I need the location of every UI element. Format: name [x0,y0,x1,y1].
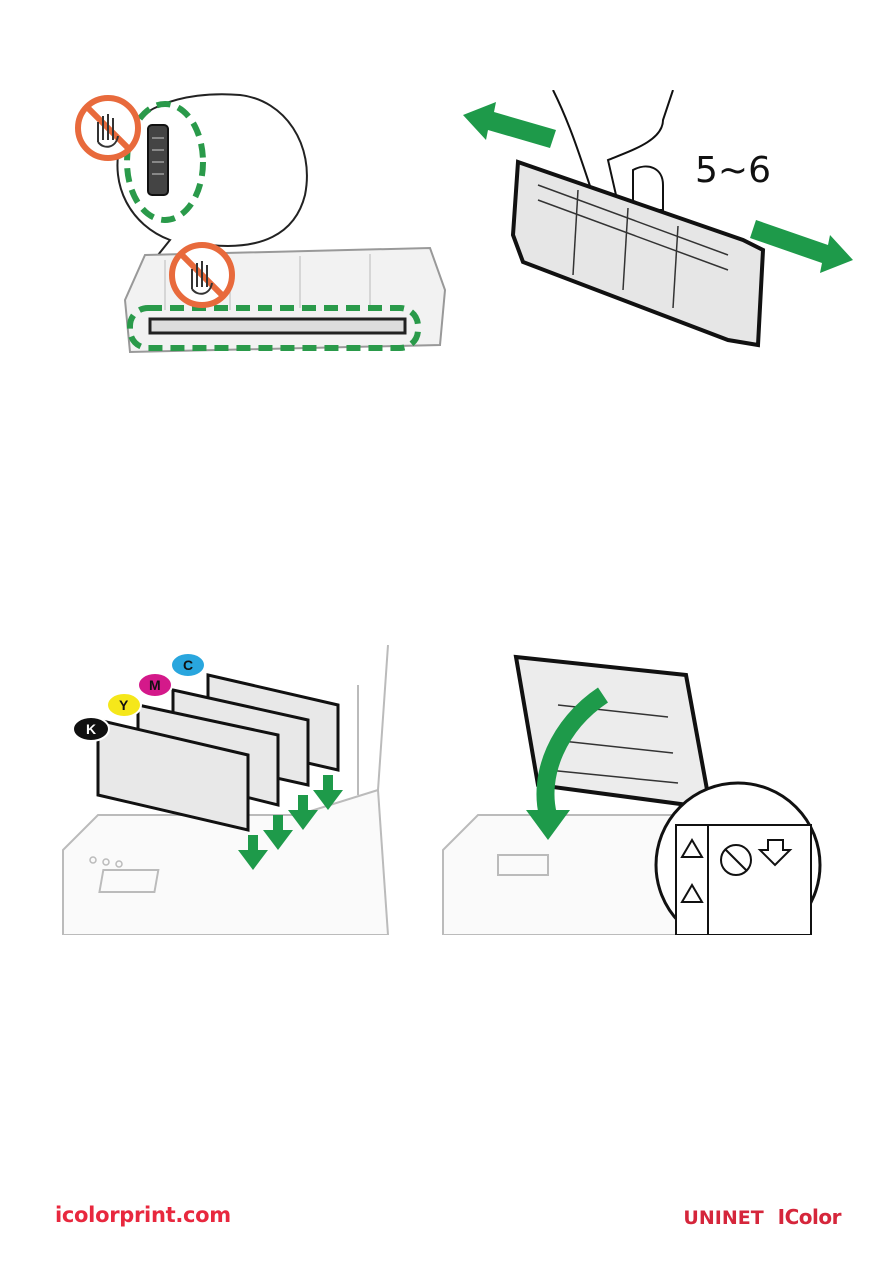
svg-text:C: C [183,657,193,673]
svg-text:Y: Y [119,697,129,713]
printer-body [443,815,688,935]
icolor-logo: IColor [778,1205,841,1229]
toner-label-cyan: C [171,653,205,677]
prohibit-icon [172,245,232,305]
toner-label-black: K [73,717,109,741]
toner-label-yellow: Y [107,693,141,717]
website-url[interactable]: icolorprint.com [55,1203,231,1227]
uninet-logo: UNINET [683,1207,763,1229]
drum-strip [150,319,405,333]
svg-text:K: K [86,721,96,737]
right-arrow [750,220,853,273]
close-cover-illustration [438,645,838,935]
do-not-touch-illustration [70,90,450,360]
toner-label-magenta: M [138,673,172,697]
prohibit-icon [78,98,138,158]
left-arrow [463,102,556,148]
svg-text:M: M [149,677,161,693]
brand-logos: UNINET IColor [683,1205,841,1229]
insert-toners-illustration: C M Y K [58,645,408,935]
shake-cartridge-illustration: 5~6 [458,90,858,360]
step-counter: 5~6 [695,150,771,191]
connector-chip [148,125,168,195]
